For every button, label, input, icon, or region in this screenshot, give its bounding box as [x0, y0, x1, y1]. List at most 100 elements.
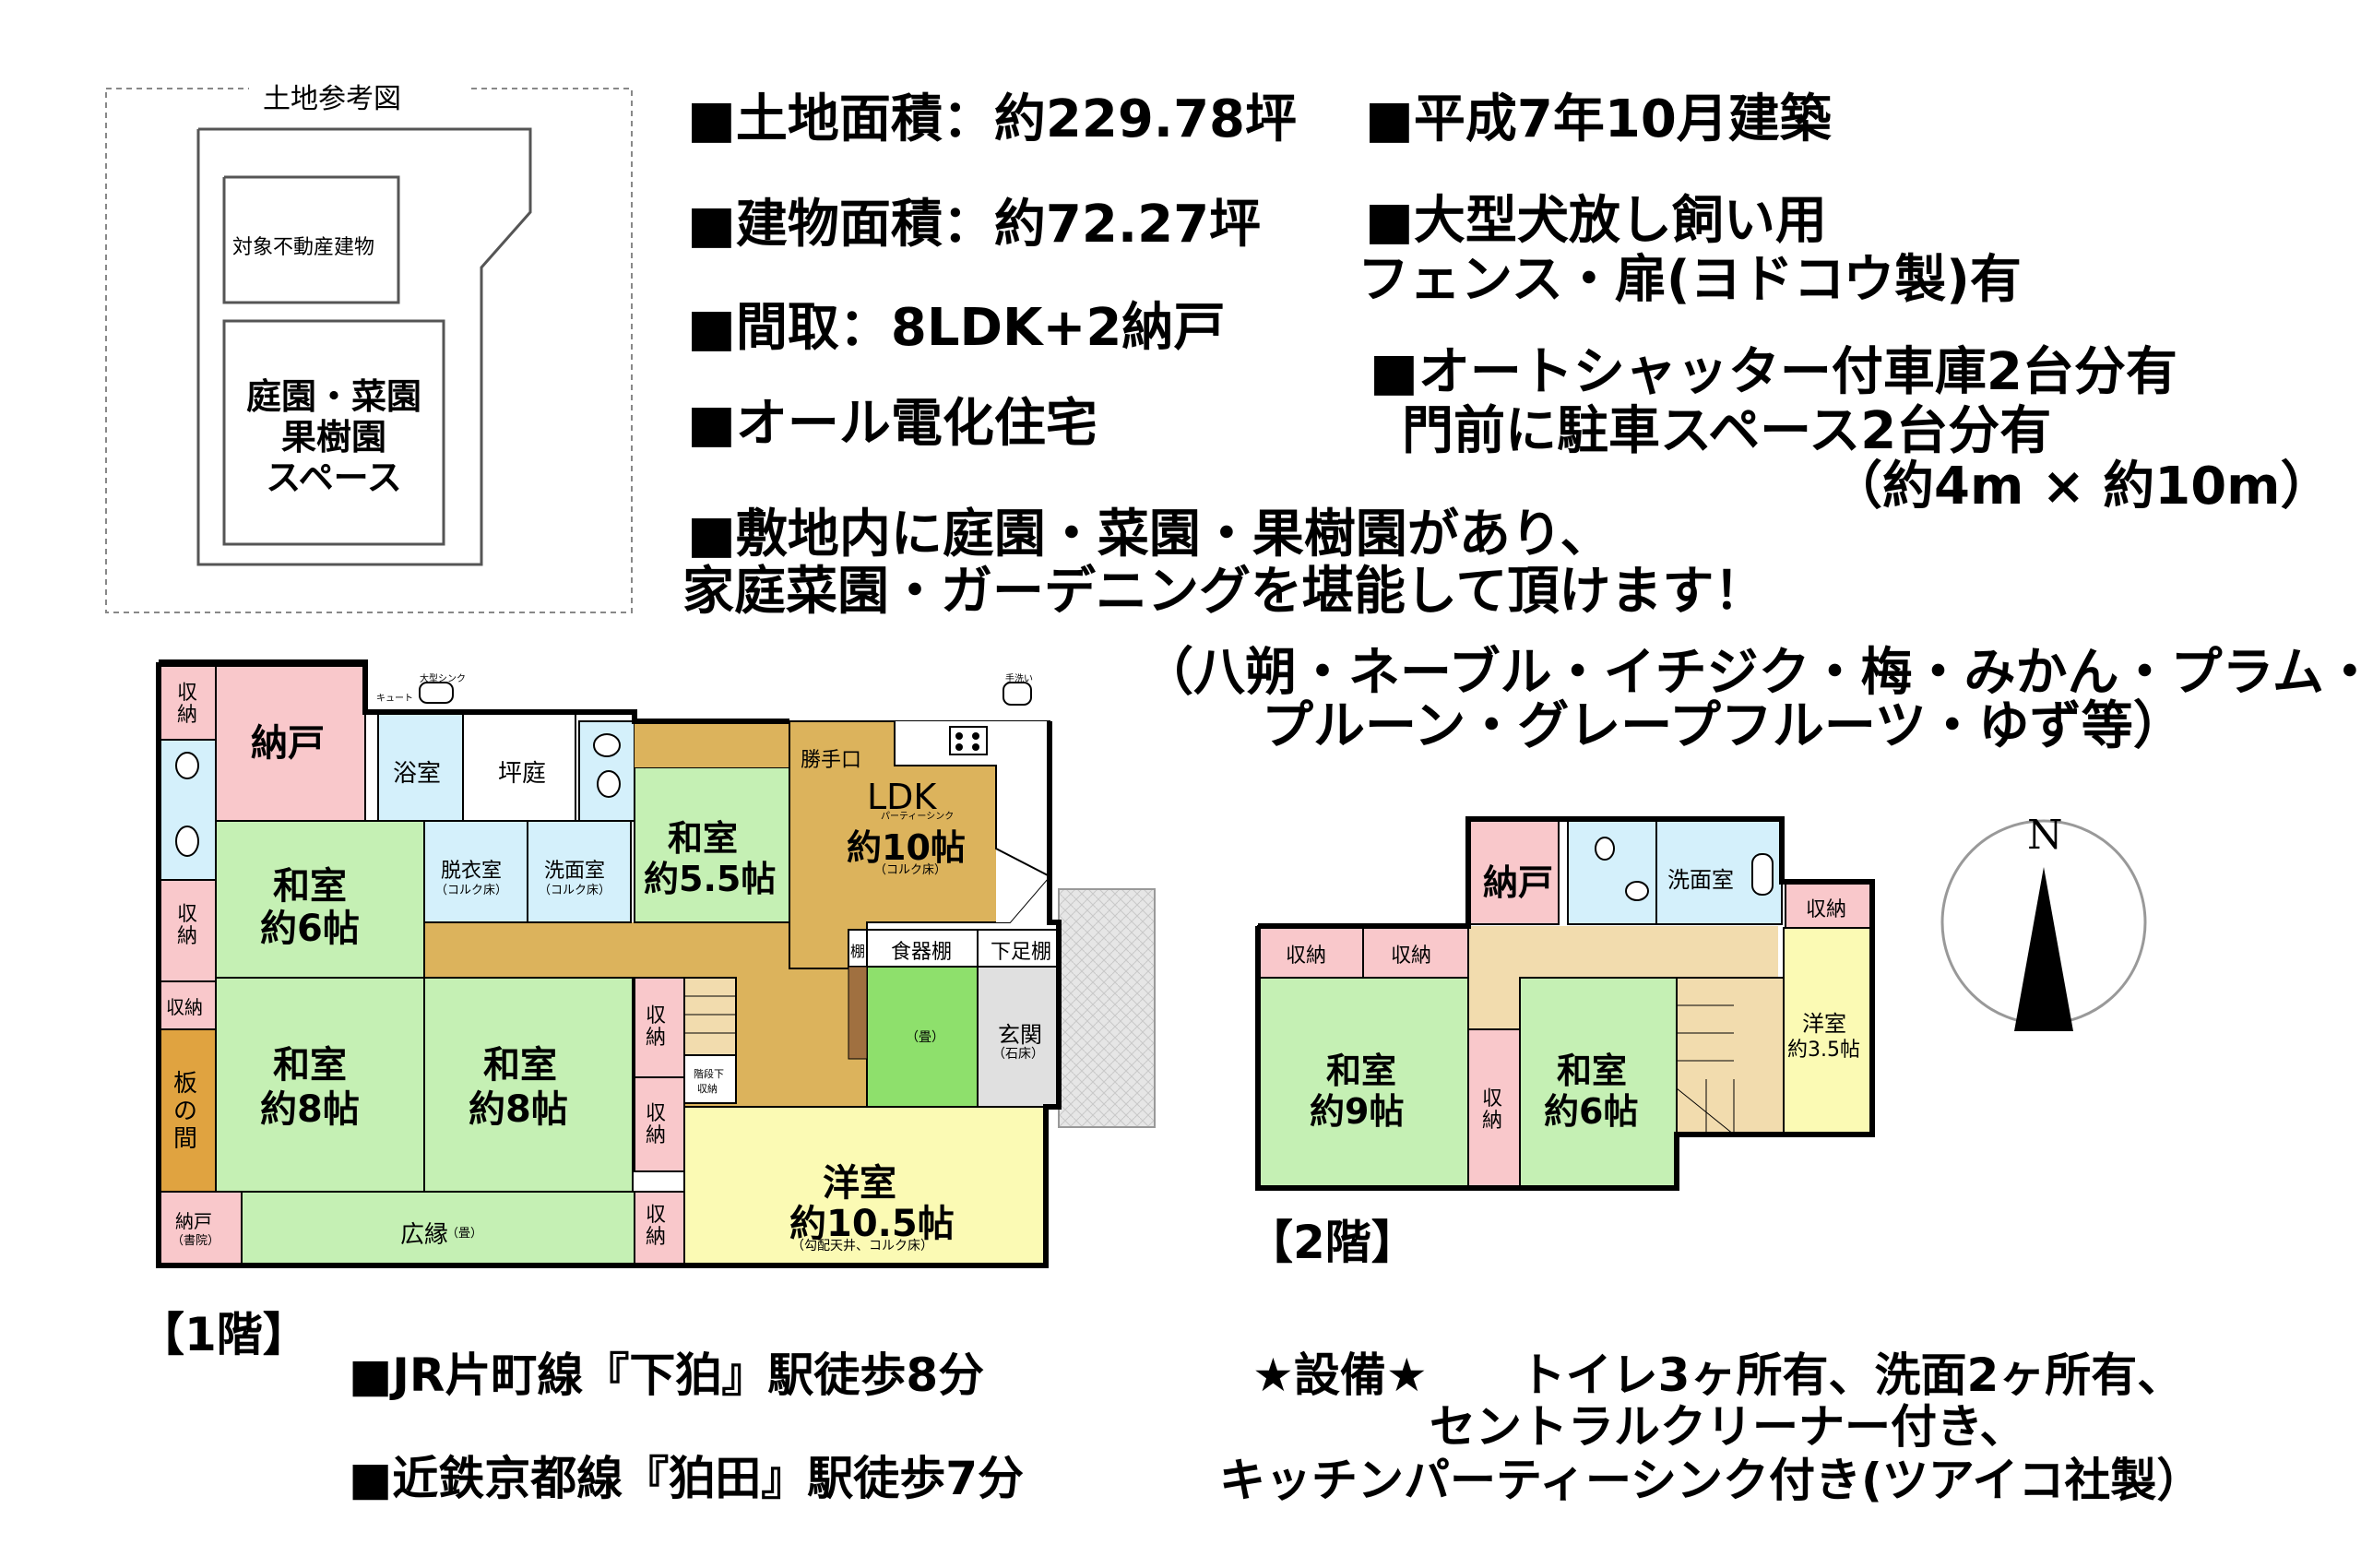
label-washitsu8b: 和室 [483, 1044, 557, 1087]
label-washitsu8b-size: 約8帖 [469, 1088, 568, 1131]
label2-yoshitsu-size: 約3.5帖 [1787, 1039, 1860, 1062]
label2-storage4: 収納 [1806, 898, 1847, 921]
label-washitsu8a-size: 約8帖 [260, 1088, 360, 1131]
label-sink-big: 大型シンク [420, 674, 466, 684]
label-storage-left2: 収納 [166, 996, 203, 1018]
label-washitsu8a: 和室 [273, 1044, 347, 1087]
label-getabako: 下足棚 [991, 941, 1052, 964]
spec-fruits-2: プルーン・グレープフルーツ・ゆず等） [1262, 696, 2185, 756]
equipment-line2: セントラルクリーナー付き、 [1430, 1400, 2026, 1454]
room-washitsu-6 [215, 820, 425, 979]
label2-washitsu6: 和室 [1557, 1051, 1628, 1091]
label-itanoma: 板の間 [173, 1070, 198, 1153]
label-shokki: 食器棚 [891, 941, 953, 964]
label-storage-mid3: 収納 [646, 1204, 667, 1249]
room-hiroen [241, 1191, 635, 1266]
label-washitsu6-size: 約6帖 [260, 908, 360, 950]
storage-top [158, 665, 217, 741]
label2-storage1: 収納 [1286, 944, 1327, 968]
room-bath [377, 711, 464, 822]
corridor-1f [424, 922, 848, 973]
equipment-line1: ★設備★ トイレ3ヶ所有、洗面2ヶ所有、 [1252, 1348, 2184, 1402]
label-senmen: 洗面室 [544, 860, 606, 883]
spec-building-area: ■建物面積：約72.27坪 [687, 195, 1262, 255]
label-hiroen: 広縁 [400, 1221, 449, 1249]
spec-fruits-1: （八朔・ネーブル・イチジク・梅・みかん・プラム・ [1142, 643, 2361, 703]
spec-garage-1: ■オートシャッター付車庫2台分有 [1370, 342, 2177, 402]
label-bath: 浴室 [393, 760, 442, 788]
label2-washitsu9-size: 約9帖 [1310, 1091, 1405, 1132]
room-washitsu-8a [215, 977, 425, 1193]
label-yoshitsu: 洋室 [823, 1162, 896, 1205]
room-washitsu-8b [423, 977, 634, 1193]
room-yoshitsu-105 [683, 1106, 1047, 1266]
spec-garage-3: （約4m × 約10m） [1831, 457, 2332, 517]
spec-dog-1: ■大型犬放し飼い用 [1365, 191, 1827, 251]
storage-mid2 [634, 1076, 685, 1172]
spec-built: ■平成7年10月建築 [1365, 89, 1832, 149]
spec-all-electric: ■オール電化住宅 [687, 394, 1097, 454]
label-hiroen-sub: （畳） [446, 1227, 483, 1241]
label-ldk: LDK [867, 777, 937, 817]
label-storage-mid1: 収納 [646, 1004, 667, 1050]
room-tsuboniwa [462, 711, 576, 822]
storage-mid1 [634, 977, 685, 1078]
label-storage-left: 収納 [176, 903, 197, 948]
label2-washitsu9: 和室 [1326, 1051, 1397, 1091]
spec-layout: ■間取：8LDK+2納戸 [687, 298, 1226, 358]
label2-senmen: 洗面室 [1667, 867, 1734, 893]
label-washitsu55-size: 約5.5帖 [644, 859, 777, 899]
label-stair-storage2: 収納 [697, 1083, 718, 1095]
room-datsui [423, 820, 528, 923]
label-tsuboniwa: 坪庭 [498, 760, 547, 788]
label-storage-top: 収納 [176, 682, 197, 727]
room-itanoma [158, 1028, 217, 1193]
label-ldk-floor: （コルク床） [874, 863, 947, 877]
spec-land-area: ■土地面積：約229.78坪 [687, 89, 1298, 149]
label-nando: 納戸 [251, 722, 325, 765]
label-yoshitsu-size: 約10.5帖 [789, 1203, 955, 1245]
label2-nando: 納戸 [1483, 862, 1554, 903]
label-washitsu6: 和室 [273, 865, 347, 908]
spec-garage-2: 門前に駐車スペース2台分有 [1402, 401, 2052, 461]
room-genkan [977, 966, 1060, 1108]
land-reference-title: 土地参考図 [263, 83, 401, 115]
access-line2: ■近鉄京都線『狛田』駅徒歩7分 [349, 1452, 1025, 1505]
label-genkan-floor: （石床） [992, 1047, 1044, 1062]
building-label: 対象不動産建物 [232, 236, 375, 259]
label-senmen-floor: （コルク床） [539, 884, 611, 897]
compass-label: N [2027, 812, 2063, 859]
label2-storage3: 収納 [1482, 1087, 1503, 1133]
spec-garden-2: 家庭菜園・ガーデニングを堪能して頂けます！ [682, 562, 1766, 622]
label-stair-storage: 階段下 [694, 1068, 724, 1080]
floor2-caption: 【2階】 [1247, 1216, 1418, 1269]
label-washitsu55: 和室 [668, 818, 739, 859]
room-washitsu-55 [634, 766, 790, 923]
access-line1: ■JR片町線『下狛』駅徒歩8分 [349, 1348, 985, 1402]
room2-washitsu-6 [1519, 977, 1678, 1189]
label-party-sink: パーティーシンク [881, 812, 955, 822]
label-tatami: （畳） [906, 1030, 944, 1045]
floor1-caption: 【1階】 [138, 1308, 309, 1361]
label-nando-shoin: 納戸 [175, 1210, 212, 1232]
label-kyuto: キュート [376, 694, 413, 704]
spec-dog-2: フェンス・扉(ヨドコウ製)有 [1358, 250, 2022, 310]
label-katteguchi: 勝手口 [801, 749, 862, 772]
label-datsui: 脱衣室 [441, 860, 503, 883]
storage2-3 [1467, 1028, 1521, 1189]
label-genkan: 玄関 [998, 1022, 1042, 1048]
storage-mid3 [634, 1191, 685, 1266]
label-yoshitsu-note: （勾配天井、コルク床） [791, 1239, 933, 1253]
label-datsui-floor: （コルク床） [435, 884, 508, 897]
shelf-getabako [977, 929, 1060, 968]
land-reference-map [105, 74, 633, 613]
label-nando-shoin-sub: （書院） [172, 1234, 220, 1248]
label2-yoshitsu: 洋室 [1802, 1011, 1846, 1037]
label-ldk-size: 約10帖 [847, 827, 966, 868]
label2-storage2: 収納 [1391, 944, 1432, 968]
corridor-2f [1520, 926, 1778, 981]
